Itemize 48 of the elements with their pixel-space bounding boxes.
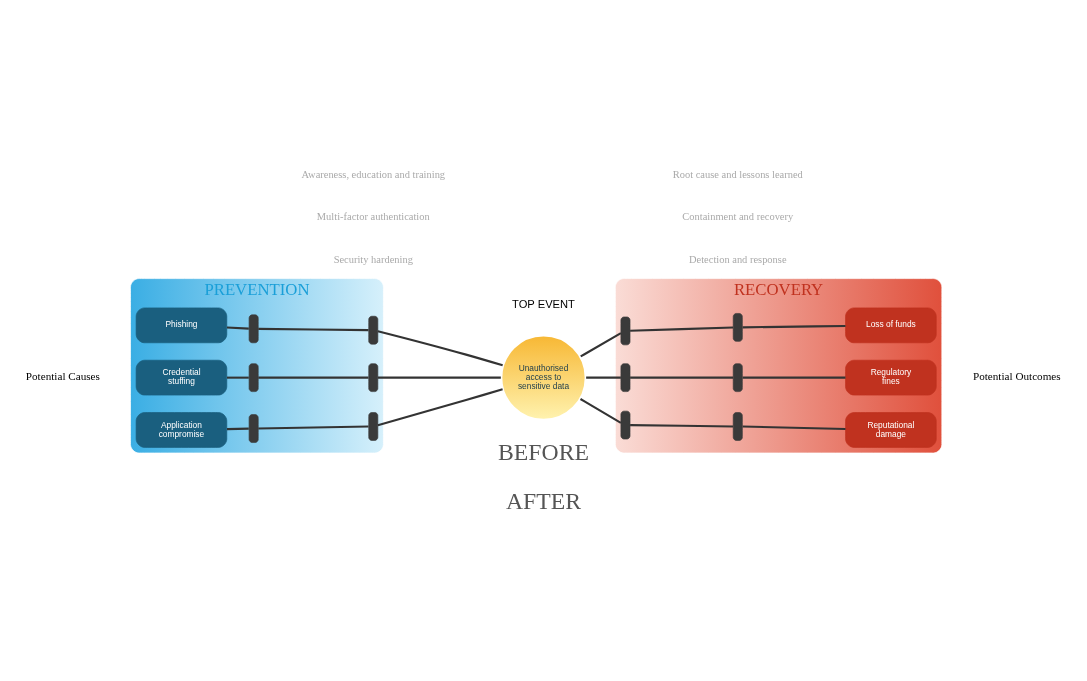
node-bar bbox=[368, 315, 379, 345]
node-box: Credential stuffing bbox=[135, 359, 228, 396]
connector bbox=[586, 376, 621, 379]
node-bar bbox=[620, 410, 631, 440]
connector bbox=[258, 376, 369, 379]
connector bbox=[227, 376, 249, 379]
node-bar bbox=[248, 314, 259, 344]
connector bbox=[630, 326, 734, 332]
node-bar bbox=[732, 363, 743, 392]
label: Containment and recovery bbox=[682, 211, 794, 223]
connector bbox=[377, 376, 501, 379]
connector bbox=[742, 376, 846, 379]
label: Potential Outcomes bbox=[972, 370, 1061, 383]
node-bar bbox=[248, 414, 259, 443]
label: Awareness, education and training bbox=[301, 168, 446, 180]
connector bbox=[226, 427, 249, 431]
label: Security hardening bbox=[333, 253, 413, 265]
node-box: Regulatory fines bbox=[845, 359, 937, 396]
connector bbox=[377, 330, 503, 367]
connector bbox=[630, 376, 734, 379]
node-bar bbox=[248, 363, 259, 392]
node-box: Loss of funds bbox=[845, 307, 937, 344]
node-bar bbox=[732, 412, 743, 441]
node-bar bbox=[368, 412, 379, 441]
connector bbox=[630, 424, 734, 428]
connector bbox=[579, 398, 622, 424]
label: Multi-factor authentication bbox=[316, 211, 430, 223]
connector bbox=[258, 327, 369, 332]
connector bbox=[742, 425, 846, 430]
label: TOP EVENT bbox=[512, 297, 575, 310]
node-bar bbox=[620, 316, 631, 346]
node-bar bbox=[368, 363, 379, 392]
label: Detection and response bbox=[689, 253, 787, 265]
connector bbox=[580, 332, 622, 358]
label: Root cause and lessons learned bbox=[672, 168, 803, 180]
connector bbox=[742, 324, 846, 329]
label: BEFORE bbox=[498, 438, 589, 465]
connector bbox=[377, 388, 503, 427]
label: AFTER bbox=[505, 487, 582, 514]
node-bar bbox=[732, 313, 743, 342]
connector bbox=[226, 326, 249, 330]
node-bar bbox=[620, 363, 631, 392]
label: Potential Causes bbox=[25, 370, 100, 383]
connector bbox=[258, 425, 369, 430]
node-box: Phishing bbox=[135, 307, 228, 344]
node-box: Reputational damage bbox=[845, 412, 937, 448]
node-circle: Unauthorised access to sensitive data bbox=[499, 333, 588, 422]
node-box: Application compromise bbox=[135, 412, 228, 448]
